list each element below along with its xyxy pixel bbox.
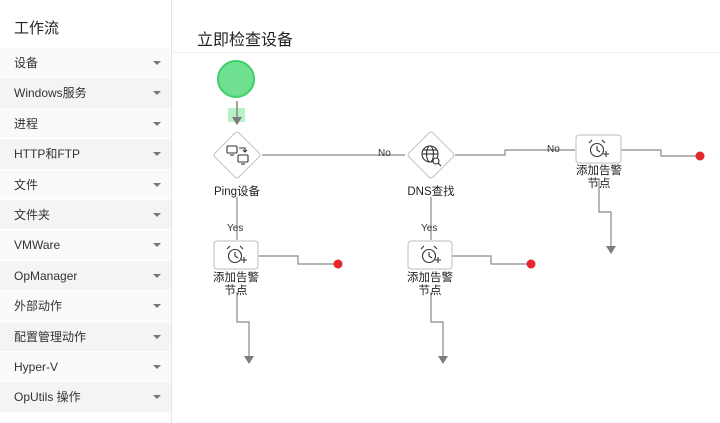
sidebar-item-process[interactable]: 进程	[0, 108, 171, 140]
caret-down-icon	[153, 61, 161, 65]
connector-lines	[236, 101, 698, 360]
caret-down-icon	[153, 364, 161, 369]
alarm-node-box[interactable]	[213, 240, 259, 270]
sidebar-item-vmware[interactable]: VMWare	[0, 230, 171, 261]
add-alarm-node-1[interactable]	[213, 240, 259, 270]
connector-alarm1-down	[236, 292, 250, 360]
sidebar-item-http-ftp[interactable]: HTTP和FTP	[0, 139, 171, 170]
sidebar-item-label: 进程	[14, 116, 39, 131]
ping-yes-label: Yes	[227, 223, 244, 234]
caret-down-icon	[153, 334, 161, 339]
sidebar-item-external-actions[interactable]: 外部动作	[0, 291, 171, 322]
add-alarm-node-2[interactable]	[407, 240, 453, 270]
caret-down-icon	[153, 182, 161, 187]
caret-down-icon	[153, 273, 161, 278]
sidebar-item-label: HTTP和FTP	[14, 147, 80, 162]
sidebar-item-label: 文件夹	[14, 207, 51, 222]
ping-device-node[interactable]	[213, 131, 261, 179]
alarm-node-box[interactable]	[575, 134, 622, 164]
dns-node-label: DNS查找	[407, 186, 455, 198]
sidebar-item-label: 设备	[14, 56, 39, 70]
start-circle[interactable]	[217, 60, 255, 98]
sidebar-item-label: Windows服务	[14, 86, 87, 101]
arrow-down-icon	[232, 117, 242, 125]
alarm-clock-plus-icon	[226, 245, 247, 264]
sidebar-list: 设备 Windows服务 进程 HTTP和FTP 文件 文件夹 VMWare O…	[0, 48, 171, 413]
workflow-canvas[interactable]	[173, 0, 720, 423]
sidebar-item-label: OpManager	[14, 268, 78, 283]
sidebar-item-windows-services[interactable]: Windows服务	[0, 78, 171, 109]
alarm-clock-plus-icon	[588, 139, 609, 158]
network-devices-icon	[226, 145, 249, 165]
end-dot-alarm2[interactable]	[526, 259, 536, 269]
start-node[interactable]	[217, 60, 255, 125]
add-alarm-node-3[interactable]	[575, 134, 622, 164]
caret-down-icon	[153, 395, 161, 400]
sidebar-item-label: 文件	[14, 177, 39, 192]
ping-diamond[interactable]	[213, 131, 261, 179]
alarm2-label-line2: 节点	[418, 285, 442, 297]
dns-no-label: No	[547, 144, 560, 155]
sidebar: 工作流 设备 Windows服务 进程 HTTP和FTP 文件 文件夹 VMWa…	[0, 0, 172, 423]
caret-down-icon	[153, 212, 161, 217]
end-dot-alarm3[interactable]	[695, 151, 705, 161]
caret-down-icon	[153, 121, 161, 126]
sidebar-item-label: VMWare	[14, 238, 61, 253]
sidebar-item-config-management[interactable]: 配置管理动作	[0, 321, 171, 352]
ping-node-label: Ping设备	[213, 186, 261, 198]
sidebar-item-hyper-v[interactable]: Hyper-V	[0, 351, 171, 383]
page-title: 立即检查设备	[197, 32, 294, 49]
connector-alarm2-down	[430, 292, 444, 360]
connector-alarm3-down	[598, 178, 612, 250]
caret-down-icon	[153, 304, 161, 309]
alarm-clock-plus-icon	[420, 245, 441, 264]
sidebar-title: 工作流	[14, 20, 60, 37]
sidebar-item-file[interactable]: 文件	[0, 169, 171, 200]
alarm3-node-label: 添加告警 节点	[569, 165, 629, 191]
alarm-node-box[interactable]	[407, 240, 453, 270]
connector-alarm1-end	[257, 255, 336, 265]
globe-search-icon	[421, 145, 442, 167]
alarm1-node-label: 添加告警 节点	[206, 272, 266, 298]
alarm1-label-line2: 节点	[224, 285, 248, 297]
connector-dns-no[interactable]	[455, 149, 575, 156]
alarm2-label-line1: 添加告警	[407, 272, 453, 284]
dns-diamond[interactable]	[407, 131, 455, 179]
arrow-down-icon	[438, 356, 448, 364]
caret-down-icon	[153, 152, 161, 157]
dns-lookup-node[interactable]	[407, 131, 455, 179]
sidebar-item-device[interactable]: 设备	[0, 48, 171, 79]
sidebar-item-folder[interactable]: 文件夹	[0, 199, 171, 231]
workflow-editor: 立即检查设备	[173, 0, 720, 423]
sidebar-item-opmanager[interactable]: OpManager	[0, 260, 171, 292]
sidebar-item-label: 外部动作	[14, 299, 63, 314]
alarm1-label-line1: 添加告警	[213, 272, 259, 284]
caret-down-icon	[153, 91, 161, 96]
title-divider	[173, 52, 720, 53]
sidebar-item-label: OpUtils 操作	[14, 390, 81, 405]
ping-no-label: No	[378, 148, 391, 159]
arrow-down-icon	[606, 246, 616, 254]
sidebar-item-label: 配置管理动作	[14, 329, 87, 344]
connector-alarm2-end	[452, 255, 529, 265]
connector-alarm3-end	[621, 149, 698, 157]
alarm2-node-label: 添加告警 节点	[400, 272, 460, 298]
sidebar-item-oputils[interactable]: OpUtils 操作	[0, 382, 171, 413]
arrow-down-icon	[244, 356, 254, 364]
sidebar-item-label: Hyper-V	[14, 359, 59, 374]
end-dot-alarm1[interactable]	[333, 259, 343, 269]
dns-yes-label: Yes	[421, 223, 438, 234]
alarm3-label-line2: 节点	[587, 178, 611, 190]
caret-down-icon	[153, 243, 161, 248]
alarm3-label-line1: 添加告警	[576, 165, 622, 177]
